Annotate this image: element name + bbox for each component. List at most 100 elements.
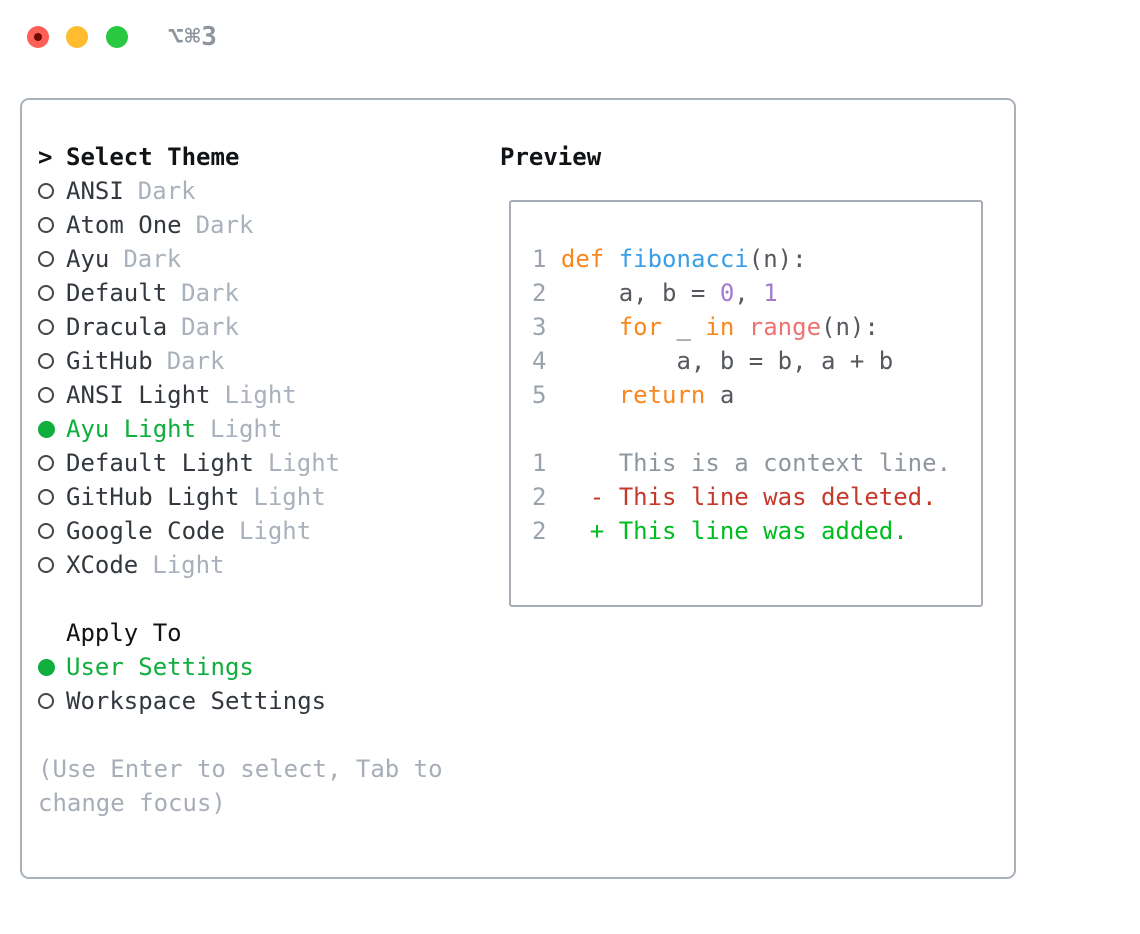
code-token: return [618,381,706,409]
radio-icon [38,523,54,539]
code-token: a [705,381,735,409]
line-number: 2 [532,279,547,307]
radio-icon [38,557,54,573]
radio-icon [38,387,54,403]
variant-badge: Dark [181,279,239,307]
line-number: 1 [532,245,547,273]
code-line: 3 for _ in range(n): [532,310,981,344]
option-label: GitHub [66,347,153,375]
radio-icon [38,319,54,335]
variant-badge: Light [267,449,341,477]
line-number: 1 [532,449,547,477]
code-token [604,245,618,273]
variant-badge: Light [253,483,326,511]
option-label: Ayu Light [66,415,197,443]
option-label: XCode [66,551,139,579]
radio-icon [38,183,54,199]
theme-option[interactable]: Ayu Light Light [38,412,478,446]
variant-badge: Dark [123,245,182,273]
diff-text: + This line was added. [560,517,908,545]
code-token: fibonacci [618,245,749,273]
theme-option[interactable]: ANSI Light Light [38,378,478,412]
code-token: range [748,313,822,341]
radio-icon [38,353,54,369]
radio-icon [38,285,54,301]
option-label: Default Light [66,449,254,477]
theme-option[interactable]: Default Dark [38,276,478,310]
zoom-button[interactable] [106,26,128,48]
radio-icon [38,489,54,505]
code-line: 5 return a [532,378,981,412]
radio-icon [38,693,54,709]
section-gap [38,582,478,616]
theme-picker-title: Select Theme [66,143,240,171]
variant-badge: Dark [195,211,254,239]
variant-badge: Dark [137,177,196,205]
radio-icon [38,251,54,267]
variant-badge: Dark [181,313,239,341]
code-line: 1 def fibonacci(n): [532,242,981,276]
code-token: a, b = [560,279,720,307]
variant-badge: Light [210,415,283,443]
code-token: a, b = b, a + b [560,347,894,375]
radio-icon [38,455,54,471]
option-label: ANSI Light [66,381,211,409]
code-token: 0 [719,279,735,307]
close-button[interactable] [27,26,49,48]
preview-title: Preview [500,143,602,171]
apply-to-option[interactable]: Workspace Settings [38,684,478,718]
line-number: 5 [532,381,547,409]
code-token: def [560,245,605,273]
code-token: 1 [763,279,778,307]
diff-text: - This line was deleted. [560,483,937,511]
line-number: 2 [532,517,547,545]
window-shortcut: ⌥⌘3 [168,22,218,52]
theme-option[interactable]: Ayu Dark [38,242,478,276]
code-token: _ [662,313,706,341]
theme-option[interactable]: Google Code Light [38,514,478,548]
code-token: (n): [748,245,807,273]
variant-badge: Light [238,517,312,545]
option-label: Default [66,279,168,307]
focus-caret-icon: > [38,143,53,171]
diff-line: 2 + This line was added. [532,514,981,548]
apply-to-option[interactable]: User Settings [38,650,478,684]
preview-gap [532,412,981,446]
diff-text: This is a context line. [560,449,952,477]
line-number: 3 [532,313,547,341]
theme-option[interactable]: GitHub Dark [38,344,478,378]
variant-badge: Light [152,551,225,579]
theme-option[interactable]: Default Light Light [38,446,478,480]
code-token: (n): [821,313,879,341]
theme-picker-header: > Select Theme [38,140,478,174]
theme-option[interactable]: GitHub Light Light [38,480,478,514]
code-line: 2 a, b = 0, 1 [532,276,981,310]
variant-badge: Dark [166,347,225,375]
titlebar: ⌥⌘3 [0,0,1140,72]
option-label: Dracula [66,313,168,341]
option-label: GitHub Light [66,483,240,511]
code-token [734,313,748,341]
minimize-button[interactable] [66,26,88,48]
code-token [561,313,619,341]
code-token: , [734,279,764,307]
diff-sample: 1 This is a context line. 2 - This line w… [532,446,981,548]
theme-option[interactable]: XCode Light [38,548,478,582]
line-number: 4 [532,347,547,375]
diff-line: 1 This is a context line. [532,446,981,480]
radio-selected-icon [38,658,55,676]
theme-option[interactable]: Dracula Dark [38,310,478,344]
radio-icon [38,217,54,233]
code-token: for [618,313,663,341]
option-label: Google Code [66,517,225,545]
apply-to-header: Apply To [66,619,182,647]
option-label: Ayu [66,245,110,273]
keyboard-hint: (Use Enter to select, Tab to change focu… [38,755,443,817]
variant-badge: Light [224,381,297,409]
